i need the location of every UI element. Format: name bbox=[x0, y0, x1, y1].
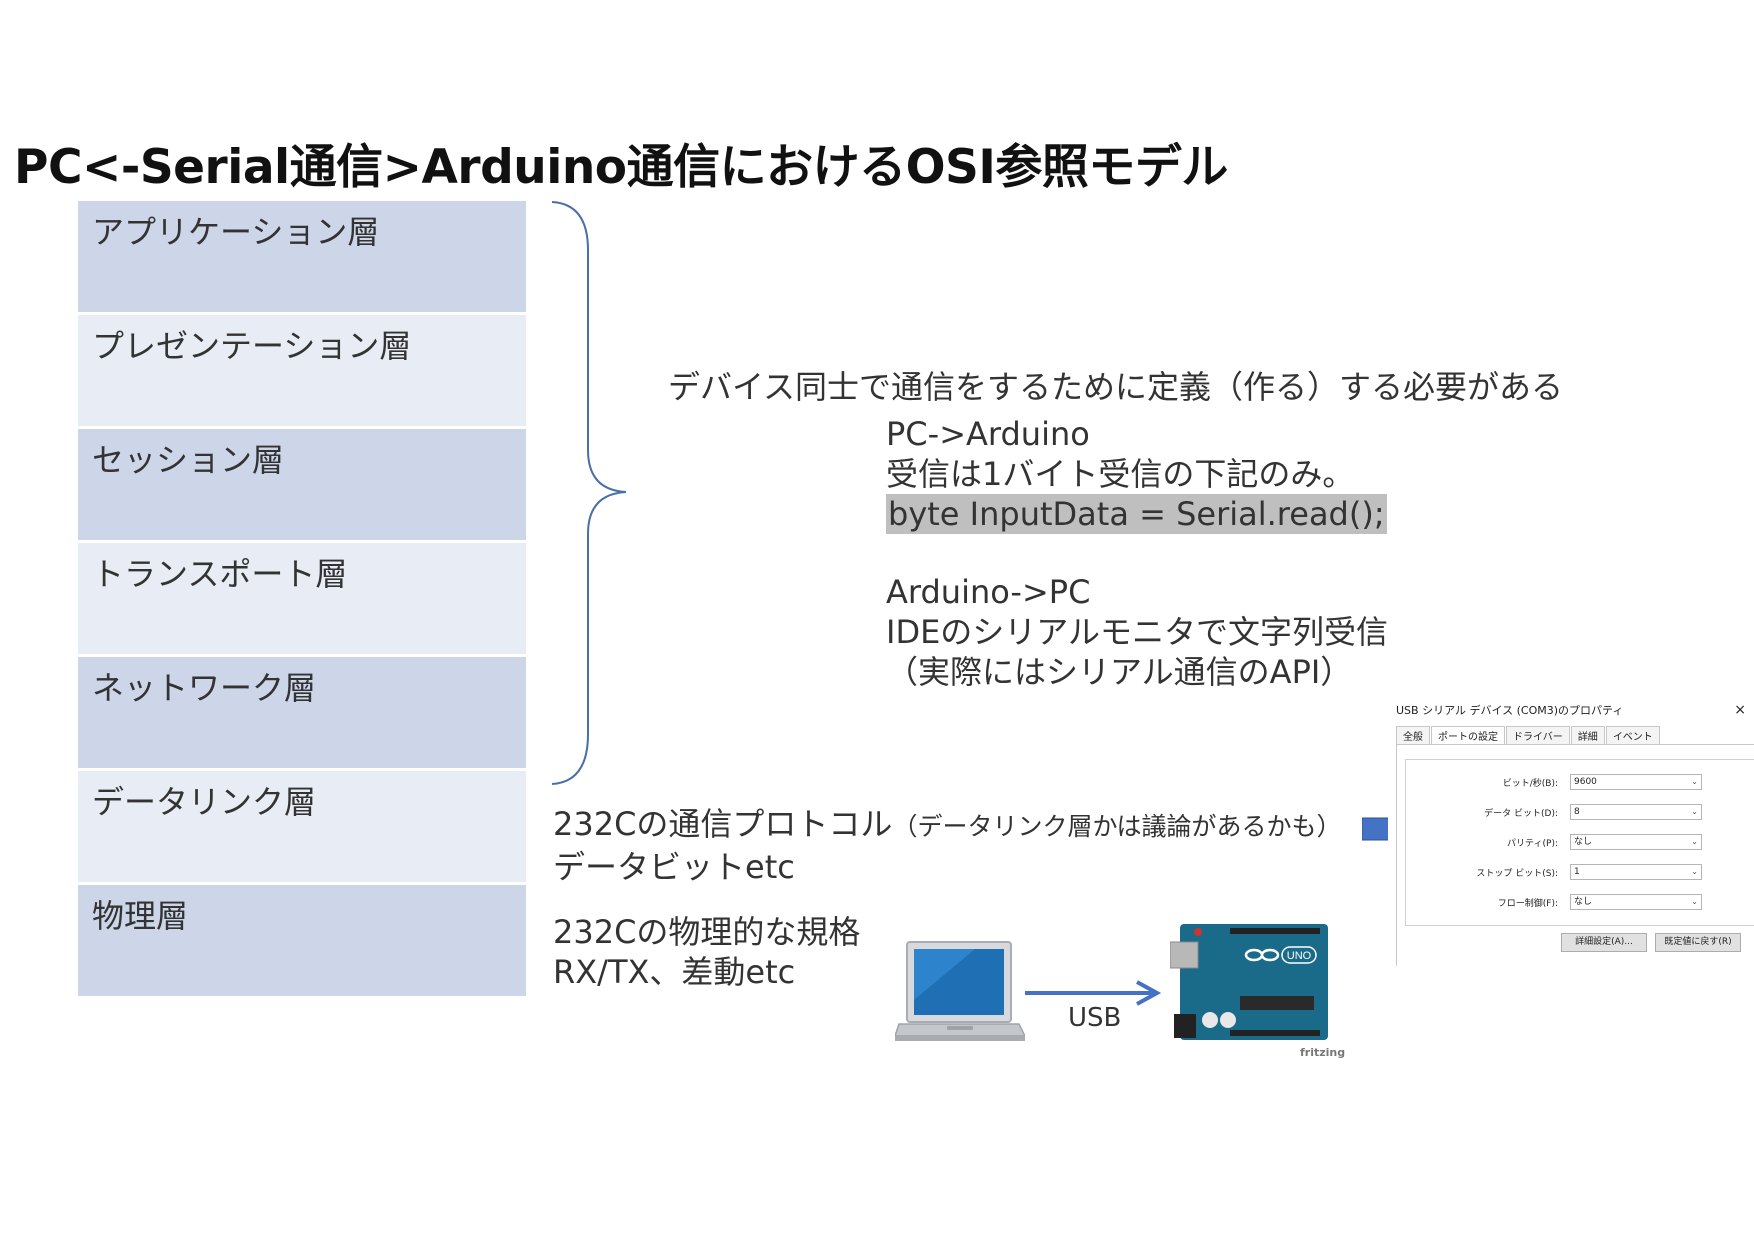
arduino-to-pc-line2: （実際にはシリアル通信のAPI） bbox=[886, 653, 1353, 691]
laptop-icon bbox=[895, 941, 1025, 1041]
baud-rate-select[interactable]: 9600⌄ bbox=[1570, 774, 1702, 790]
field-parity: パリティ(P): なし⌄ bbox=[1406, 834, 1746, 852]
stop-bits-select[interactable]: 1⌄ bbox=[1570, 864, 1702, 880]
port-settings-group: ビット/秒(B): 9600⌄ データ ビット(D): 8⌄ パリティ(P): … bbox=[1405, 759, 1754, 926]
chevron-down-icon: ⌄ bbox=[1691, 897, 1698, 906]
physical-note-line1: 232Cの物理的な規格 bbox=[553, 913, 861, 951]
flow-control-label: フロー制御(F): bbox=[1497, 899, 1558, 909]
chevron-down-icon: ⌄ bbox=[1691, 867, 1698, 876]
arduino-to-pc-line1: IDEのシリアルモニタで文字列受信 bbox=[886, 613, 1388, 651]
chevron-down-icon: ⌄ bbox=[1691, 837, 1698, 846]
tab-driver[interactable]: ドライバー bbox=[1506, 726, 1570, 744]
dialog-title: USB シリアル デバイス (COM3)のプロパティ bbox=[1396, 704, 1624, 717]
layer-session: セッション層 bbox=[78, 429, 526, 543]
arduino-to-pc-heading: Arduino->PC bbox=[886, 573, 1091, 611]
field-data-bits: データ ビット(D): 8⌄ bbox=[1406, 804, 1746, 822]
usb-label: USB bbox=[1068, 1003, 1122, 1033]
code-snippet: byte InputData = Serial.read(); bbox=[886, 494, 1387, 534]
layer-presentation: プレゼンテーション層 bbox=[78, 315, 526, 429]
tab-general[interactable]: 全般 bbox=[1396, 726, 1430, 744]
data-bits-select[interactable]: 8⌄ bbox=[1570, 804, 1702, 820]
restore-defaults-button[interactable]: 既定値に戻す(R) bbox=[1655, 933, 1741, 952]
tab-port-settings[interactable]: ポートの設定 bbox=[1431, 726, 1505, 744]
dialog-panel: ビット/秒(B): 9600⌄ データ ビット(D): 8⌄ パリティ(P): … bbox=[1396, 744, 1754, 966]
usb-arrow bbox=[1025, 980, 1162, 1006]
chevron-down-icon: ⌄ bbox=[1691, 777, 1698, 786]
datalink-note-main: 232Cの通信プロトコル bbox=[553, 805, 893, 843]
curly-brace bbox=[552, 201, 627, 785]
data-bits-label: データ ビット(D): bbox=[1484, 809, 1558, 819]
field-baud-rate: ビット/秒(B): 9600⌄ bbox=[1406, 774, 1746, 792]
advanced-button[interactable]: 詳細設定(A)... bbox=[1561, 933, 1647, 952]
datalink-note-aside: （データリンク層かは議論があるかも） bbox=[892, 812, 1342, 841]
pc-to-arduino-heading: PC->Arduino bbox=[886, 415, 1090, 453]
brace-note: デバイス同士で通信をするために定義（作る）する必要がある bbox=[668, 368, 1564, 406]
page-title: PC<-Serial通信>Arduino通信におけるOSI参照モデル bbox=[14, 140, 1228, 195]
field-flow-control: フロー制御(F): なし⌄ bbox=[1406, 894, 1746, 912]
physical-note-line2: RX/TX、差動etc bbox=[553, 953, 796, 991]
pc-to-arduino-line: 受信は1バイト受信の下記のみ。 bbox=[886, 455, 1355, 493]
layer-network: ネットワーク層 bbox=[78, 657, 526, 771]
arduino-uno-icon: UNO bbox=[1170, 924, 1328, 1040]
datalink-note: 232Cの通信プロトコル（データリンク層かは議論があるかも） データビットetc bbox=[553, 804, 1341, 887]
baud-rate-label: ビット/秒(B): bbox=[1502, 779, 1558, 789]
dialog-tabs: 全般 ポートの設定 ドライバー 詳細 イベント bbox=[1396, 726, 1661, 744]
physical-note: 232Cの物理的な規格 RX/TX、差動etc bbox=[553, 912, 860, 992]
stop-bits-label: ストップ ビット(S): bbox=[1476, 869, 1558, 879]
field-stop-bits: ストップ ビット(S): 1⌄ bbox=[1406, 864, 1746, 882]
chevron-down-icon: ⌄ bbox=[1691, 807, 1698, 816]
arduino-to-pc-note: Arduino->PC IDEのシリアルモニタで文字列受信 （実際にはシリアル通… bbox=[886, 572, 1388, 692]
layer-application: アプリケーション層 bbox=[78, 201, 526, 315]
flow-control-select[interactable]: なし⌄ bbox=[1570, 894, 1702, 910]
dialog-titlebar: USB シリアル デバイス (COM3)のプロパティ × bbox=[1396, 702, 1746, 718]
parity-label: パリティ(P): bbox=[1507, 839, 1558, 849]
pc-to-arduino-note: PC->Arduino 受信は1バイト受信の下記のみ。 byte InputDa… bbox=[886, 414, 1387, 534]
close-icon[interactable]: × bbox=[1734, 702, 1746, 718]
layer-transport: トランスポート層 bbox=[78, 543, 526, 657]
arduino-board-label: UNO bbox=[1287, 950, 1312, 962]
tab-details[interactable]: 詳細 bbox=[1570, 726, 1605, 744]
layer-datalink: データリンク層 bbox=[78, 771, 526, 885]
layer-physical: 物理層 bbox=[78, 885, 526, 999]
serial-port-properties-dialog: USB シリアル デバイス (COM3)のプロパティ × 全般 ポートの設定 ド… bbox=[1388, 698, 1754, 966]
fritzing-label: fritzing bbox=[1300, 1046, 1346, 1059]
tab-events[interactable]: イベント bbox=[1605, 726, 1660, 744]
parity-select[interactable]: なし⌄ bbox=[1570, 834, 1702, 850]
datalink-note-line2: データビットetc bbox=[553, 848, 795, 886]
osi-layer-stack: アプリケーション層 プレゼンテーション層 セッション層 トランスポート層 ネット… bbox=[78, 201, 526, 999]
